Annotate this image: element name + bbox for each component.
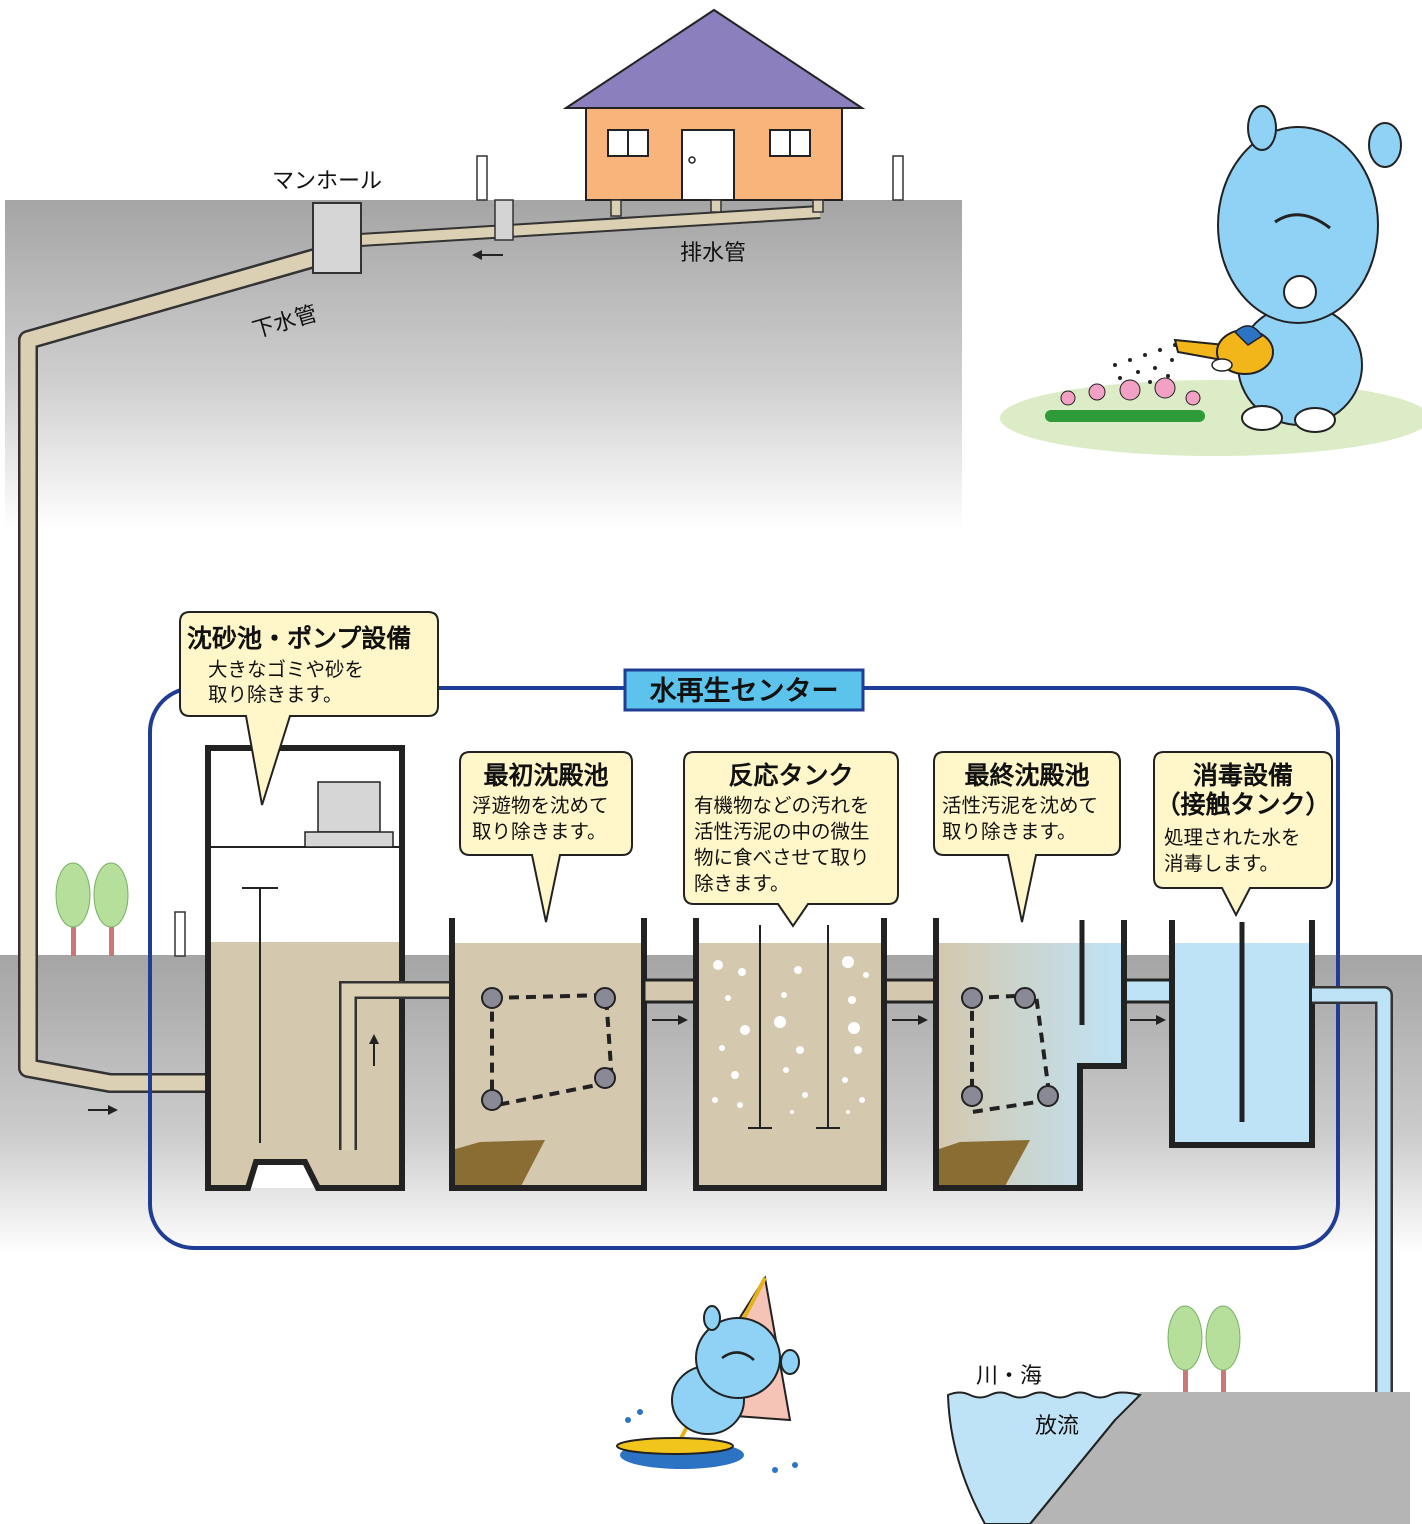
center-title-box: 水再生センター bbox=[623, 668, 865, 712]
discharge-label: 放流 bbox=[1035, 1414, 1079, 1439]
callout-reaction-line1: 有機物などの汚れを bbox=[694, 794, 870, 817]
drain-inspection-box bbox=[494, 199, 514, 241]
house-roof bbox=[562, 8, 866, 109]
air-bubbles bbox=[712, 956, 869, 1114]
hippo-mascot-watering bbox=[1000, 105, 1422, 456]
hippo-ear-right bbox=[1368, 122, 1402, 168]
callout-primary: 最初沈殿池 浮遊物を沈めて 取り除きます。 bbox=[459, 751, 633, 923]
surfboard bbox=[616, 1437, 734, 1455]
grit-chamber-pump bbox=[205, 745, 450, 1191]
watering-can-icon bbox=[1173, 325, 1274, 375]
water-spray bbox=[1113, 343, 1177, 384]
callout-reaction-line2: 活性汚泥の中の微生 bbox=[694, 820, 870, 843]
callout-final-line1: 活性汚泥を沈めて bbox=[942, 794, 1098, 817]
manhole-label: マンホール bbox=[272, 169, 382, 194]
river-sea-label: 川・海 bbox=[976, 1364, 1042, 1389]
hippo-ear-left bbox=[1247, 105, 1277, 151]
callout-reaction-title: 反応タンク bbox=[728, 761, 853, 790]
callout-disinfect-line1: 処理された水を bbox=[1164, 826, 1301, 849]
trees-left bbox=[55, 862, 129, 956]
fence-post-left bbox=[476, 155, 488, 201]
callout-primary-line1: 浮遊物を沈めて bbox=[472, 794, 609, 817]
callout-grit-line1: 大きなゴミや砂を bbox=[208, 658, 364, 681]
drain-pipe-label: 排水管 bbox=[680, 241, 746, 266]
pump-motor bbox=[317, 781, 381, 833]
house bbox=[562, 8, 866, 201]
callout-reaction: 反応タンク 有機物などの汚れを 活性汚泥の中の微生 物に食べさせて取り 除きます… bbox=[683, 751, 899, 928]
flow-arrow-inlet bbox=[88, 1105, 118, 1115]
callout-final: 最終沈殿池 活性汚泥を沈めて 取り除きます。 bbox=[933, 751, 1121, 923]
trees-riverside bbox=[1167, 1305, 1241, 1392]
callout-primary-title: 最初沈殿池 bbox=[483, 761, 608, 790]
manhole bbox=[312, 202, 362, 274]
callout-grit-title: 沈砂池・ポンプ設備 bbox=[187, 624, 411, 653]
callout-grit: 沈砂池・ポンプ設備 大きなゴミや砂を 取り除きます。 bbox=[179, 611, 439, 806]
hippo-mascot-windsurfing bbox=[616, 1275, 800, 1473]
callout-final-line2: 取り除きます。 bbox=[942, 820, 1077, 843]
fence-post-plant bbox=[174, 911, 186, 957]
fence-post-right bbox=[892, 155, 904, 201]
flow-arrow-1 bbox=[652, 1015, 688, 1025]
house-door bbox=[681, 129, 735, 201]
hippo-head bbox=[1217, 126, 1379, 324]
hippo-head-surf bbox=[695, 1317, 781, 1399]
final-settling-tank bbox=[933, 918, 1127, 1191]
callout-final-title: 最終沈殿池 bbox=[964, 761, 1089, 790]
flow-arrow-drain bbox=[472, 250, 503, 260]
disinfection-tank bbox=[1169, 920, 1315, 1148]
callout-disinfect-title: 消毒設備 bbox=[1193, 761, 1293, 790]
reaction-tank bbox=[693, 918, 887, 1191]
upper-ground bbox=[5, 200, 962, 530]
callout-disinfect: 消毒設備 （接触タンク） 処理された水を 消毒します。 bbox=[1153, 751, 1333, 918]
callout-disinfect-line2: 消毒します。 bbox=[1164, 852, 1279, 875]
callout-reaction-line3: 物に食べさせて取り bbox=[694, 846, 870, 869]
flow-arrow-3 bbox=[1130, 1015, 1166, 1025]
flowers bbox=[1045, 377, 1205, 422]
callout-primary-line2: 取り除きます。 bbox=[472, 820, 607, 843]
flow-arrow-2 bbox=[892, 1015, 928, 1025]
callout-reaction-line4: 除きます。 bbox=[694, 872, 790, 895]
center-title: 水再生センター bbox=[650, 676, 839, 707]
river-bank bbox=[946, 1391, 1410, 1524]
callout-disinfect-title2: （接触タンク） bbox=[1155, 790, 1330, 819]
callout-grit-line2: 取り除きます。 bbox=[208, 683, 343, 706]
primary-settling-tank bbox=[449, 918, 647, 1191]
drain-pipe bbox=[359, 199, 824, 247]
